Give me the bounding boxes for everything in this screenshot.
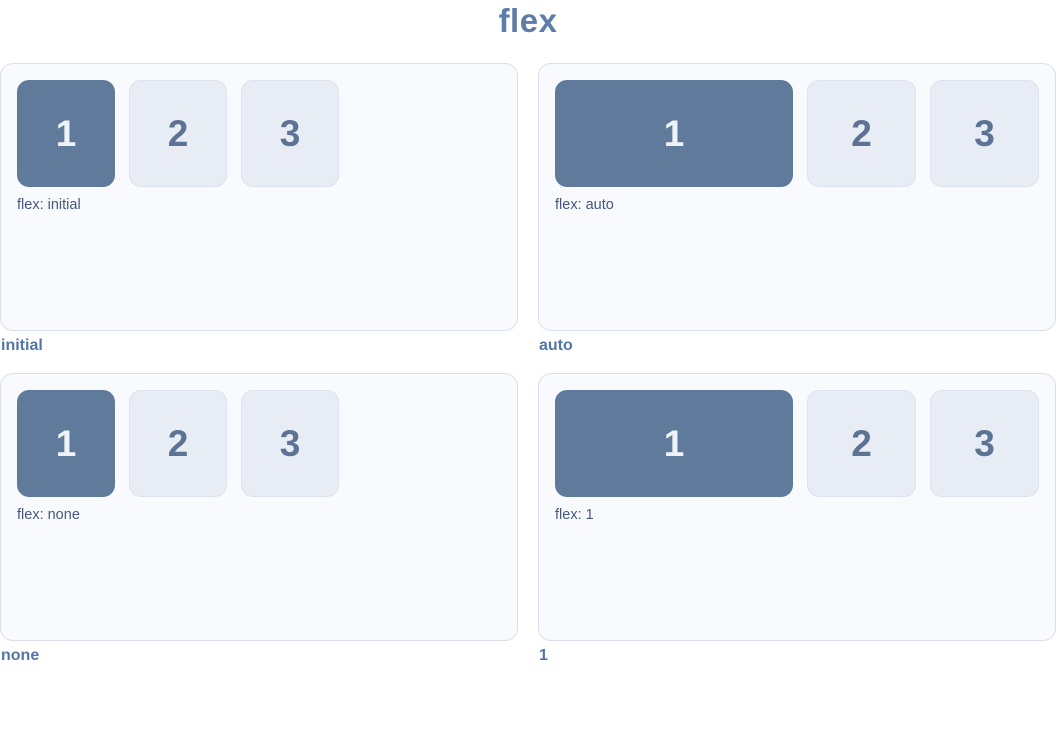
demo-cell-auto: 1 2 3 flex: auto auto (538, 63, 1056, 355)
flex-item-1: 1 (555, 390, 793, 497)
page-title: flex (498, 2, 558, 39)
flex-item-2: 2 (807, 390, 916, 497)
demo-cell-initial: 1 2 3 flex: initial initial (0, 63, 518, 355)
flex-item-3: 3 (930, 80, 1039, 187)
demo-panel-none: 1 2 3 flex: none (0, 373, 518, 641)
flex-property-label: flex: auto (555, 197, 614, 213)
panel-caption-initial: initial (1, 337, 43, 354)
flex-item-3: 3 (241, 80, 339, 187)
flex-row: 1 2 3 (17, 80, 501, 187)
flex-item-1: 1 (17, 390, 115, 497)
flex-item-1: 1 (555, 80, 793, 187)
flex-item-2: 2 (807, 80, 916, 187)
flex-property-label: flex: initial (17, 197, 81, 213)
flex-item-3: 3 (241, 390, 339, 497)
demo-grid: 1 2 3 flex: initial initial 1 2 3 flex: … (0, 63, 1056, 665)
flex-row: 1 2 3 (17, 390, 501, 497)
flex-item-2: 2 (129, 390, 227, 497)
panel-caption-auto: auto (539, 337, 573, 354)
flex-item-3: 3 (930, 390, 1039, 497)
demo-panel-initial: 1 2 3 flex: initial (0, 63, 518, 331)
flex-item-2: 2 (129, 80, 227, 187)
demo-panel-1: 1 2 3 flex: 1 (538, 373, 1056, 641)
flex-property-label: flex: none (17, 507, 80, 523)
flex-item-1: 1 (17, 80, 115, 187)
demo-panel-auto: 1 2 3 flex: auto (538, 63, 1056, 331)
panel-caption-1: 1 (539, 647, 548, 664)
demo-cell-none: 1 2 3 flex: none none (0, 373, 518, 665)
demo-cell-1: 1 2 3 flex: 1 1 (538, 373, 1056, 665)
flex-row: 1 2 3 (555, 390, 1039, 497)
panel-caption-none: none (1, 647, 40, 664)
flex-row: 1 2 3 (555, 80, 1039, 187)
flex-property-label: flex: 1 (555, 507, 594, 523)
